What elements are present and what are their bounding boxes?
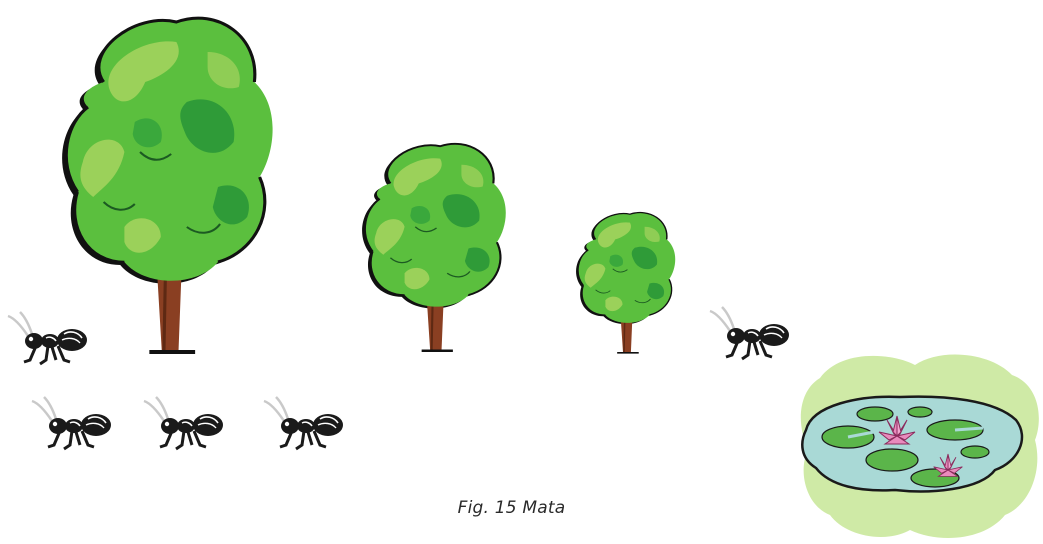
- ant-icon: [6, 310, 89, 366]
- tree-icon: [62, 18, 272, 352]
- tree-icon: [360, 142, 508, 353]
- lotus-flower-icon: [878, 415, 916, 445]
- figure-caption-container: Fig. 15 Mata: [0, 498, 1043, 518]
- pond-icon: [800, 354, 1039, 538]
- figure-caption: Fig. 15 Mata: [457, 498, 566, 518]
- ant-icon: [142, 395, 225, 451]
- tree-icon: [575, 211, 677, 354]
- lotus-flower-icon: [933, 453, 963, 477]
- ant-icon: [30, 395, 113, 451]
- ant-icon: [262, 395, 345, 451]
- ant-icon: [708, 305, 791, 361]
